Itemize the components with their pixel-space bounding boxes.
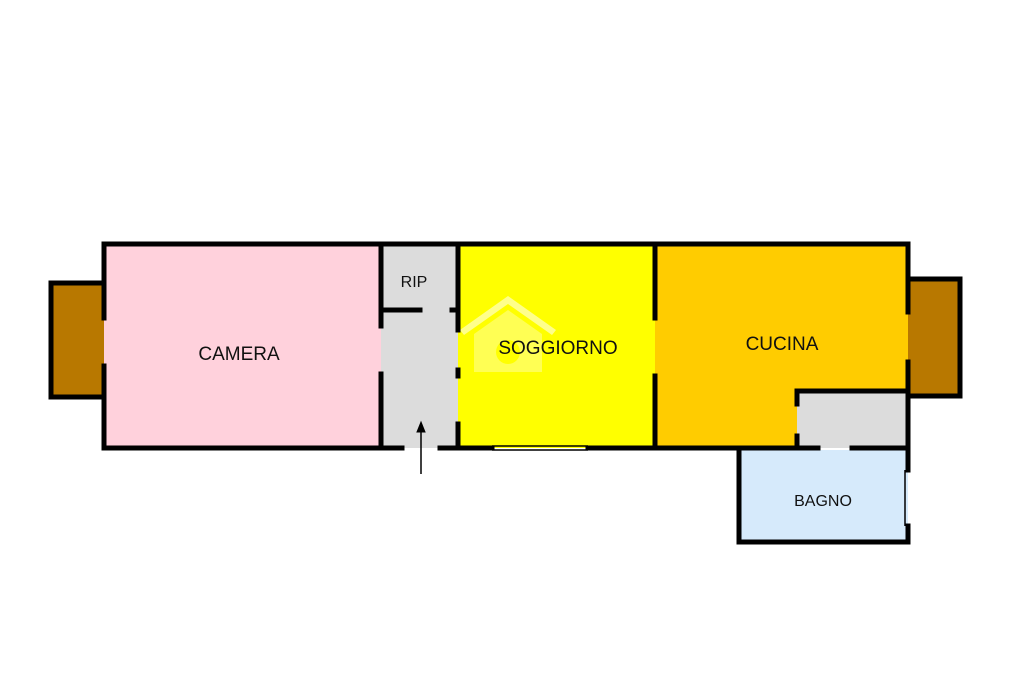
room-cucina <box>655 244 908 448</box>
room-label-camera: CAMERA <box>198 344 280 365</box>
windows <box>492 445 906 526</box>
walls <box>48 241 963 545</box>
balcony-left <box>51 283 105 397</box>
room-label-soggiorno: SOGGIORNO <box>498 338 617 359</box>
room-bagno <box>739 450 908 542</box>
corridor <box>381 244 458 448</box>
arrow-up-icon <box>416 420 426 474</box>
house-logo-icon <box>460 296 556 372</box>
room-label-bagno: BAGNO <box>794 493 852 510</box>
room-label-cucina: CUCINA <box>746 334 819 355</box>
room-soggiorno <box>458 244 655 448</box>
room-camera <box>104 244 381 448</box>
bathroom-anteroom <box>797 391 908 448</box>
room-label-rip: RIP <box>401 274 428 291</box>
balcony-right <box>906 279 960 396</box>
